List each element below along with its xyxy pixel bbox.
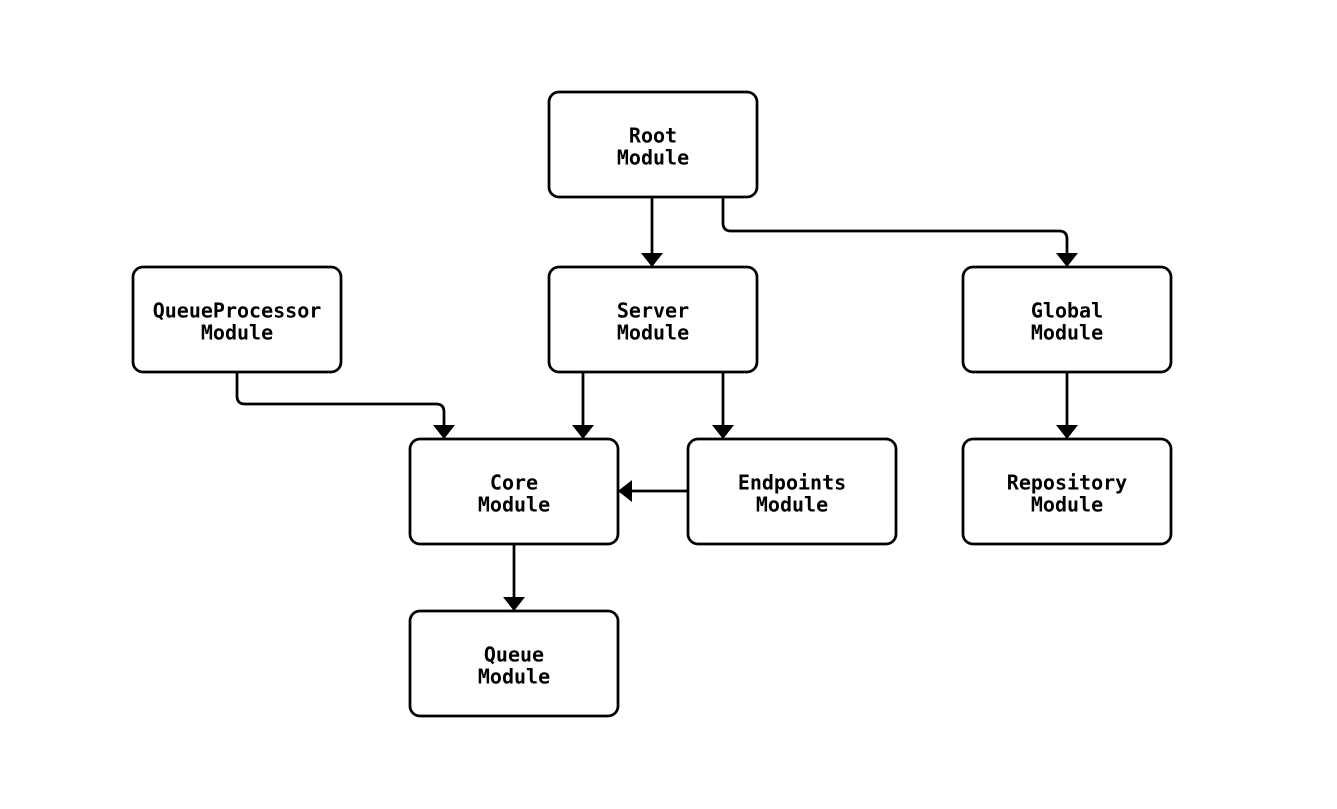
node-label-line: Queue — [484, 643, 544, 667]
node-box — [961, 265, 1173, 374]
node-label-line: Core — [490, 471, 538, 495]
node-label-line: Repository — [1007, 471, 1127, 495]
node-label-line: Module — [478, 665, 550, 689]
node-box — [131, 265, 343, 374]
node-box — [961, 437, 1173, 546]
node-label-line: Module — [1031, 321, 1103, 345]
node-label-line: Module — [617, 321, 689, 345]
node-label-line: Root — [629, 124, 677, 148]
node-box — [408, 609, 620, 718]
node-label-line: Server — [617, 299, 689, 323]
node-label-line: Module — [201, 321, 273, 345]
node-box — [408, 437, 620, 546]
node-label-line: QueueProcessor — [153, 299, 322, 323]
node-label-line: Module — [756, 493, 828, 517]
node-box — [547, 265, 759, 374]
node-box — [686, 437, 898, 546]
node-label-line: Module — [1031, 493, 1103, 517]
node-label-line: Endpoints — [738, 471, 846, 495]
node-label-line: Module — [617, 146, 689, 170]
node-label-line: Module — [478, 493, 550, 517]
edge-queueprocessor-to-core — [235, 372, 455, 439]
node-box — [547, 90, 759, 199]
node-label-line: Global — [1031, 299, 1103, 323]
edge-root-to-global — [721, 197, 1078, 267]
